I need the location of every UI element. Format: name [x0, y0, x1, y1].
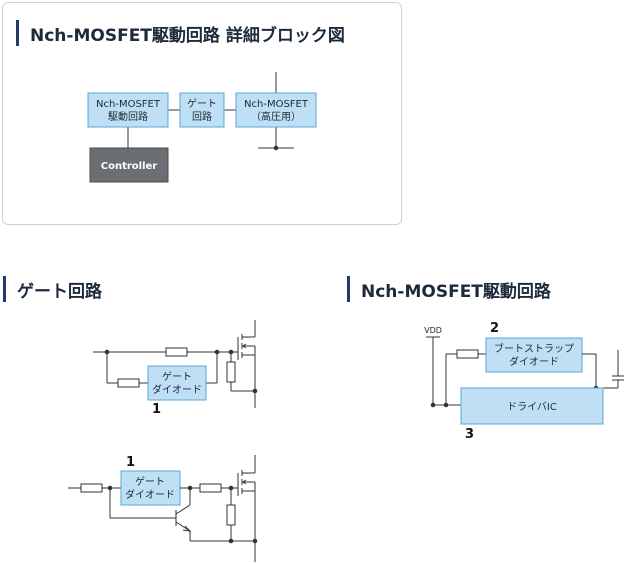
resistor [80, 483, 103, 493]
gate-section-title: ゲート回路 [3, 276, 102, 302]
controller-block-rect [89, 147, 169, 183]
block-diagram: Nch-MOSFET 駆動回路 ゲート 回路 Nch-MOSFET （高圧用） … [87, 72, 317, 183]
vdd-label: VDD [424, 326, 442, 335]
bootstrap-number: 2 [490, 321, 499, 336]
main-title: Nch-MOSFET駆動回路 詳細ブロック図 [16, 20, 345, 46]
transistor-emitter [175, 521, 191, 532]
gate-diode-line1: ゲート [162, 371, 192, 383]
mosfet-block-rect [235, 92, 317, 128]
driver-ic-block [460, 387, 604, 425]
gate-circuit-2: 1 ゲート ダイオード [68, 455, 258, 562]
controller-block-label: Controller [101, 161, 158, 172]
driver-block-line2: 駆動回路 [108, 110, 148, 123]
driver-block: Nch-MOSFET 駆動回路 [87, 92, 169, 128]
resistor [165, 347, 188, 357]
title-accent-bar [16, 20, 19, 46]
resistor [456, 349, 479, 359]
main-title-text: Nch-MOSFET駆動回路 詳細ブロック図 [30, 25, 345, 46]
mosfet-symbol-2 [237, 455, 256, 562]
driver-title-accent-bar [347, 276, 350, 302]
driver-ic-number: 3 [465, 427, 474, 442]
driver-circuit: VDD ブートストラップ ダイオード 2 ドライバIC 3 [424, 321, 624, 442]
resistor [226, 361, 236, 383]
gate-diode-number-2: 1 [126, 455, 135, 470]
mosfet-block-line1: Nch-MOSFET [244, 99, 309, 110]
mosfet-symbol [237, 320, 256, 408]
gate-block-rect [179, 92, 225, 128]
gate-diode-2-line2: ダイオード [125, 488, 175, 501]
bootstrap-diode-block [485, 337, 583, 373]
gate-diode-block-2 [120, 470, 181, 506]
mosfet-block: Nch-MOSFET （高圧用） [235, 92, 317, 128]
driver-ic-label: ドライバIC [507, 401, 557, 413]
junction-dot [228, 349, 234, 355]
driver-section-title: Nch-MOSFET駆動回路 [347, 276, 551, 302]
transistor-collector [175, 504, 191, 515]
gate-circuit-1: ゲート ダイオード 1 [93, 320, 258, 417]
gate-section-title-text: ゲート回路 [17, 281, 102, 302]
driver-block-line1: Nch-MOSFET [96, 99, 161, 110]
gate-block: ゲート 回路 [179, 92, 225, 128]
mosfet-arrow [242, 479, 247, 485]
gate-diode-2-line1: ゲート [135, 476, 165, 488]
controller-block: Controller [89, 147, 169, 183]
gate-title-accent-bar [3, 276, 6, 302]
bootstrap-line2: ダイオード [509, 355, 559, 368]
mosfet-block-line2: （高圧用） [251, 110, 301, 123]
gate-block-line1: ゲート [187, 98, 217, 110]
junction-dot [273, 145, 279, 151]
gate-diode-number: 1 [152, 402, 161, 417]
mosfet-arrow [242, 343, 247, 349]
gate-diode-block [147, 365, 207, 401]
gate-diode-line2: ダイオード [152, 383, 202, 396]
resistor [117, 378, 140, 388]
bootstrap-line1: ブートストラップ [494, 342, 574, 355]
gate-block-line2: 回路 [192, 110, 212, 123]
driver-block-rect [87, 92, 169, 128]
driver-section-title-text: Nch-MOSFET駆動回路 [361, 281, 551, 302]
resistor [226, 504, 236, 526]
resistor [199, 483, 222, 493]
